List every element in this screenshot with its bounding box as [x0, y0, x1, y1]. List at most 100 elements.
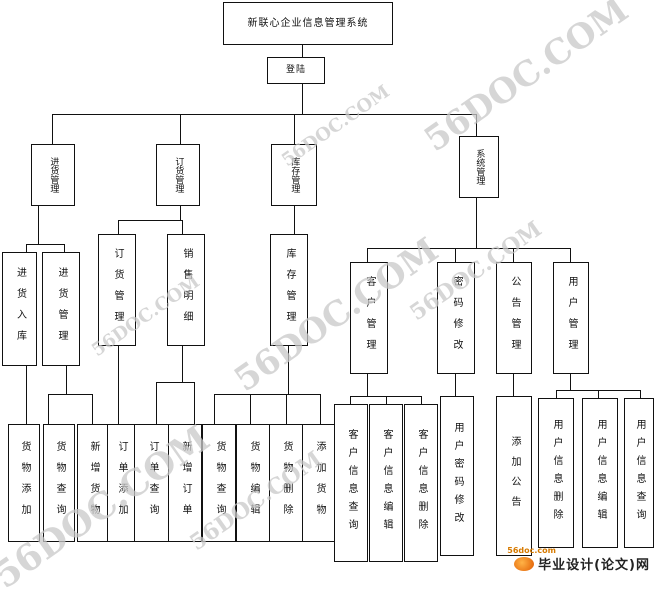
leaf-label: 订单添加	[116, 441, 127, 525]
leaf-goods-edit: 货物编辑	[236, 424, 270, 542]
leaf-label: 货物查询	[54, 441, 65, 525]
purchase-sub-box: 进货管理	[42, 252, 80, 366]
connector	[182, 220, 183, 234]
connector	[26, 244, 64, 245]
connector	[92, 394, 93, 424]
purchase-mgmt-label: 进货管理	[48, 157, 59, 193]
leaf-label: 货物查询	[214, 441, 225, 525]
system-mgmt-label: 系统管理	[474, 149, 485, 185]
connector	[66, 366, 67, 394]
inventory-sub-label: 库存管理	[284, 248, 295, 332]
leaf-label: 客户信息编辑	[381, 429, 392, 537]
login-label: 登陆	[285, 65, 306, 76]
connector	[182, 346, 183, 382]
order-sub-box: 订货管理	[98, 234, 136, 346]
connector	[156, 382, 157, 424]
connector	[294, 114, 295, 144]
system-title-box: 新联心企业信息管理系统	[223, 2, 393, 45]
connector	[570, 374, 571, 390]
leaf-cust-query: 客户信息查询	[334, 404, 368, 562]
connector	[118, 346, 119, 424]
inventory-mgmt-box: 库存管理	[271, 144, 317, 206]
connector	[180, 206, 181, 220]
leaf-label: 新增货物	[88, 441, 99, 525]
leaf-inv-add-goods: 添加货物	[302, 424, 336, 542]
leaf-cust-edit: 客户信息编辑	[369, 404, 403, 562]
connector	[421, 396, 422, 404]
leaf-new-goods: 新增货物	[77, 424, 109, 542]
sales-detail-label: 销售明细	[181, 248, 192, 332]
footer-logo: 毕业设计(论文)网	[514, 554, 650, 573]
connector	[367, 248, 368, 262]
connector	[302, 45, 303, 57]
user-mgmt-box: 用户管理	[553, 262, 589, 374]
connector	[288, 346, 289, 394]
connector	[513, 374, 514, 396]
order-mgmt-box: 订货管理	[156, 144, 200, 206]
leaf-user-delete: 用户信息删除	[538, 398, 574, 548]
password-change-box: 密码修改	[437, 262, 475, 374]
connector	[476, 114, 477, 136]
leaf-label: 货物删除	[281, 441, 292, 525]
connector	[350, 396, 351, 404]
connector	[286, 394, 287, 424]
leaf-label: 客户信息查询	[346, 429, 357, 537]
connector	[513, 248, 514, 262]
leaf-user-edit: 用户信息编辑	[582, 398, 618, 548]
leaf-label: 添加公告	[509, 436, 520, 516]
leaf-cust-delete: 客户信息删除	[404, 404, 438, 562]
notice-mgmt-label: 公告管理	[509, 276, 520, 360]
purchase-mgmt-box: 进货管理	[31, 144, 75, 206]
purchase-sub-label: 进货管理	[56, 267, 67, 351]
leaf-label: 用户信息删除	[551, 419, 562, 527]
connector	[302, 84, 303, 114]
connector	[48, 394, 49, 424]
connector	[214, 394, 215, 424]
connector	[367, 374, 368, 396]
connector	[250, 394, 251, 424]
leaf-user-pwd-change: 用户密码修改	[440, 396, 474, 556]
leaf-order-query: 订单查询	[134, 424, 170, 542]
leaf-label: 新增订单	[180, 441, 191, 525]
connector	[386, 396, 387, 404]
footer-site: 56doc.com	[507, 546, 556, 555]
leaf-user-query: 用户信息查询	[624, 398, 654, 548]
leaf-label: 用户密码修改	[452, 422, 463, 530]
connector	[556, 390, 557, 398]
connector	[38, 206, 39, 244]
leaf-goods-delete: 货物删除	[269, 424, 303, 542]
notice-mgmt-box: 公告管理	[496, 262, 532, 374]
watermark: 56DOC.COM	[417, 0, 636, 160]
connector	[476, 198, 477, 248]
connector	[455, 248, 456, 262]
connector	[64, 244, 65, 252]
footer-brand: 毕业设计(论文)网	[538, 558, 650, 573]
order-sub-label: 订货管理	[112, 248, 123, 332]
connector	[156, 382, 194, 383]
leaf-add-notice: 添加公告	[496, 396, 532, 556]
leaf-label: 用户信息编辑	[595, 419, 606, 527]
login-box: 登陆	[267, 57, 325, 84]
leaf-label: 客户信息删除	[416, 429, 427, 537]
connector	[598, 390, 599, 398]
logo-icon	[514, 556, 535, 571]
connector	[118, 220, 182, 221]
connector	[118, 220, 119, 234]
connector	[52, 114, 477, 115]
inventory-sub-box: 库存管理	[270, 234, 308, 346]
leaf-inv-goods-query: 货物查询	[202, 424, 236, 542]
connector	[640, 390, 641, 398]
connector	[320, 394, 321, 424]
connector	[180, 114, 181, 144]
order-mgmt-label: 订货管理	[173, 157, 184, 193]
connector	[214, 394, 320, 395]
connector	[52, 114, 53, 144]
leaf-label: 货物编辑	[248, 441, 259, 525]
stock-in-label: 进货入库	[14, 267, 26, 351]
connector	[570, 248, 571, 262]
user-mgmt-label: 用户管理	[566, 276, 577, 360]
leaf-new-order: 新增订单	[168, 424, 202, 542]
connector	[455, 374, 456, 396]
leaf-label: 添加货物	[314, 441, 325, 525]
